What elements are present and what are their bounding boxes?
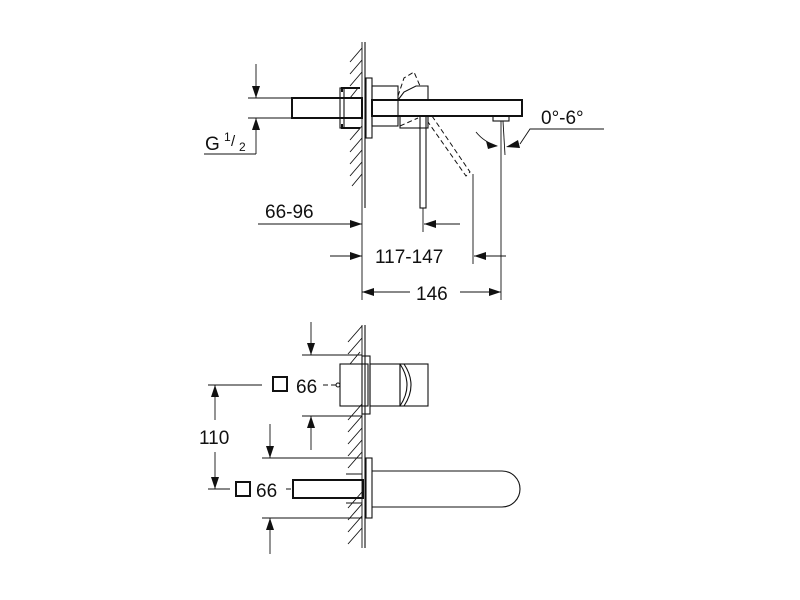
- dim-wall-depth: 66-96: [265, 202, 314, 223]
- front-view: 66 110 66: [199, 322, 521, 554]
- center-distance: 110: [199, 428, 229, 449]
- dim-projection-arrow-left: [350, 252, 362, 260]
- upper-square-symbol-icon: [272, 376, 288, 392]
- supply-pipe-stub: [291, 97, 363, 119]
- thread-arrow-top: [252, 86, 260, 98]
- upper-plate-arrow-top: [307, 343, 315, 355]
- side-view: 0°-6° G 1 / 2 66-96 117-147 146: [204, 42, 604, 305]
- wall-hatch-upper: [349, 47, 363, 99]
- upper-plate-arrow-bottom: [307, 416, 315, 428]
- spout-angle-line: [502, 120, 506, 156]
- lever-alt-position-up: [397, 71, 421, 97]
- lower-plate-size: 66: [256, 481, 277, 502]
- dim-projection: 117-147: [375, 247, 443, 268]
- dim-spout-arrow-right: [489, 288, 501, 296]
- angle-arc-left: [475, 131, 498, 147]
- spout-sleeve: [346, 473, 362, 504]
- dim-spout-arrow-left: [362, 288, 374, 296]
- sleeve-flange: [339, 87, 345, 129]
- spout-arm: [371, 99, 523, 117]
- dim-lever-arrow: [424, 220, 436, 228]
- lower-plate-arrow-top: [266, 446, 274, 458]
- mixer-body: [371, 85, 399, 127]
- angle-arrow-right: [506, 140, 520, 148]
- lever-housing: [397, 85, 429, 101]
- thread-fraction-num: 1: [224, 130, 231, 144]
- upper-plate-size: 66: [296, 377, 317, 398]
- center-arrow-top: [211, 385, 219, 397]
- spout-body: [372, 470, 521, 508]
- lever-base: [399, 115, 429, 129]
- handle-curve-outer: [399, 363, 408, 407]
- angle-leader: [519, 128, 604, 145]
- dim-spout-length: 146: [416, 284, 448, 305]
- thread-arrow-bottom: [252, 118, 260, 130]
- handle-body: [369, 363, 401, 407]
- handle-curve-inner: [403, 363, 412, 407]
- handle-pin: [335, 382, 341, 388]
- thread-label: G: [205, 134, 220, 155]
- handle-lever-block: [399, 363, 429, 407]
- thread-fraction-slash: /: [231, 133, 236, 150]
- lever-alt-position-inner: [399, 117, 419, 127]
- wall-hatch: [347, 325, 363, 545]
- spout-pipe-stub: [292, 479, 364, 499]
- angle-arrow-left: [486, 141, 498, 149]
- wall-hatch-lower: [349, 125, 363, 187]
- lower-square-symbol-icon: [235, 481, 251, 497]
- angle-label: 0°-6°: [541, 108, 584, 129]
- handle-body-rear: [339, 363, 369, 407]
- dim-projection-arrow-right: [474, 252, 486, 260]
- spout-wall-plate: [365, 457, 373, 519]
- lever-alt-position-swing: [427, 115, 471, 177]
- lever-handle: [419, 115, 427, 209]
- thread-fraction-den: 2: [239, 140, 246, 154]
- center-arrow-bottom: [211, 477, 219, 489]
- dim-wall-depth-arrow: [350, 220, 362, 228]
- mounting-sleeve: [341, 87, 360, 129]
- lower-plate-arrow-bottom: [266, 518, 274, 530]
- handle-wall-plate: [361, 355, 371, 415]
